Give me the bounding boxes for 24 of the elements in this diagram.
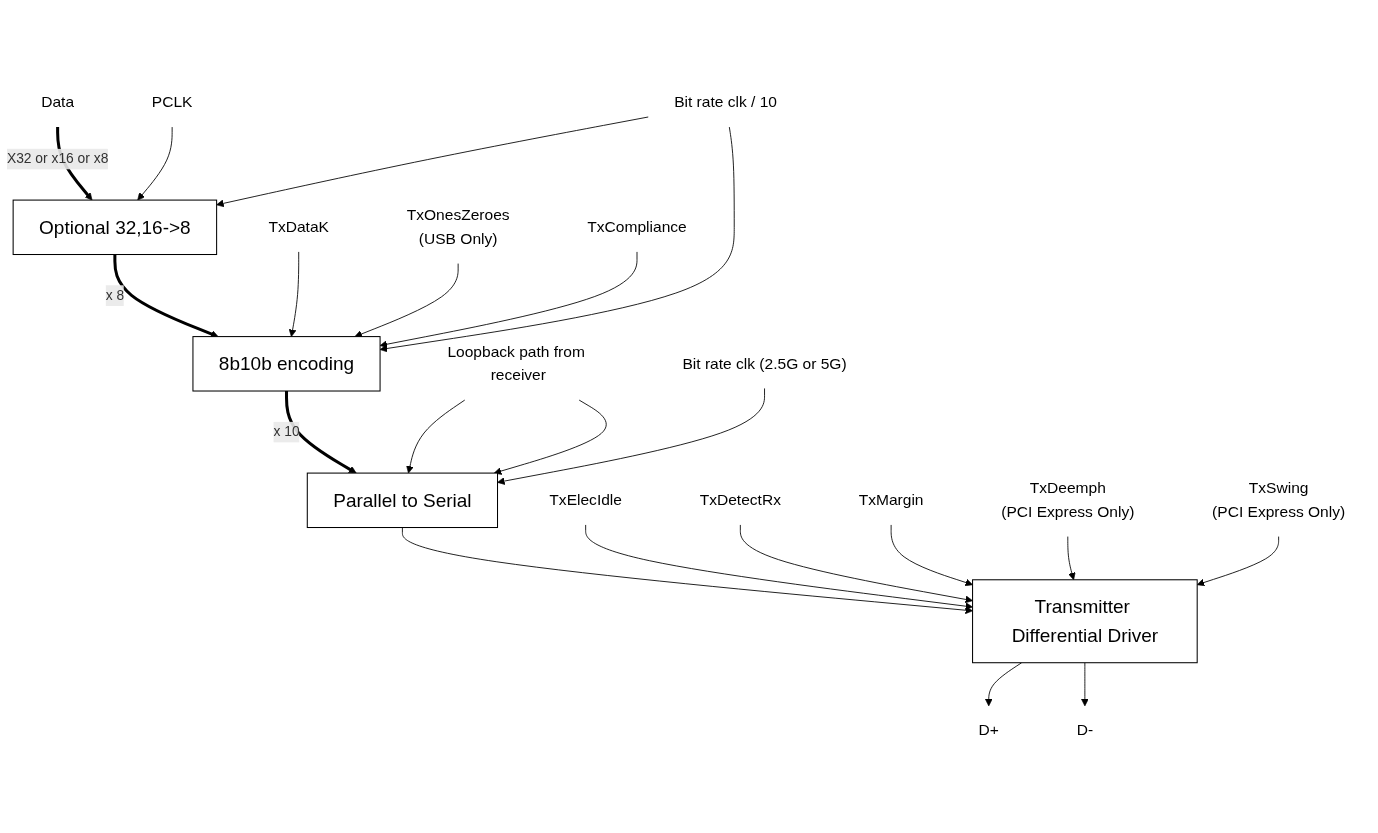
arrow [113,254,219,338]
node-text: D- [1076,721,1094,739]
node-text: Data [41,93,75,111]
node-text: TxOnesZeroes (USB Only) [406,206,510,248]
node-text: TxMargin [858,491,924,509]
arrow [285,391,357,474]
node-text: D+ [978,721,999,739]
node-text: TxElecIdle [549,491,622,509]
node-text: PCLK [151,93,193,111]
node-text: TxCompliance [587,218,687,236]
node-box: Transmitter Differential Driver [972,579,1198,664]
node-text: TxDeemph (PCI Express Only) [1001,479,1135,521]
node-text: Bit rate clk (2.5G or 5G) [682,354,847,373]
node-box: Optional 32,16->8 [12,199,218,256]
edge-label: x 8 [105,287,125,303]
node-text: Bit rate clk / 10 [674,93,778,111]
node-text: TxDetectRx [699,491,781,509]
node-text: Loopback path from receiver [447,343,585,384]
node-box: 8b10b encoding [192,336,381,392]
edge-label: X32 or x16 or x8 [6,151,109,166]
node-box: Parallel to Serial [306,472,499,529]
node-text: TxSwing (PCI Express Only) [1212,479,1346,521]
edge-label: x 10 [273,424,300,439]
node-text: TxDataK [268,218,329,236]
